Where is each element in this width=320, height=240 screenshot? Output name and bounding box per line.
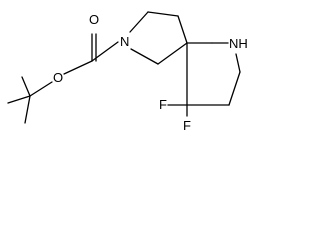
- bond-quaternary-carbon-to-ester-oxygen: [29, 81, 53, 97]
- bond-methyl-top: [21, 76, 31, 97]
- bond-methyl-left: [7, 95, 31, 104]
- carbonyl-oxygen-label: O: [89, 12, 99, 27]
- molecule-drawing: O O N NH F F: [7, 11, 248, 133]
- bond-carbonyl-carbon-to-nitrogen: [91, 41, 119, 62]
- bond-c1-to-nitrogen: [130, 48, 159, 65]
- piperidine-ring: [186, 42, 241, 106]
- bond-ester-oxygen-to-carbonyl-carbon: [63, 60, 93, 75]
- pyrrolidine-ring: [129, 11, 188, 65]
- carbamate-group: [63, 33, 119, 75]
- ester-oxygen-label: O: [53, 70, 63, 85]
- bond-nh-to-c8: [235, 53, 241, 73]
- pyrrolidine-nitrogen-label: N: [120, 34, 129, 49]
- bond-c3-to-c4: [147, 11, 179, 17]
- piperidine-nitrogen-label: NH: [229, 36, 248, 51]
- bond-methyl-bottom: [24, 95, 31, 124]
- bond-c4-to-spiro: [177, 15, 188, 44]
- bond-nitrogen-to-c3: [129, 11, 149, 33]
- tert-butyl-group: [7, 76, 53, 124]
- bond-c8-to-c9: [228, 71, 241, 106]
- structure-canvas: O O N NH F F: [7, 11, 248, 133]
- bond-spiro-to-c1: [157, 42, 188, 65]
- difluoro-group: [167, 104, 188, 117]
- fluorine-1-label: F: [159, 97, 167, 112]
- fluorine-2-label: F: [183, 118, 191, 133]
